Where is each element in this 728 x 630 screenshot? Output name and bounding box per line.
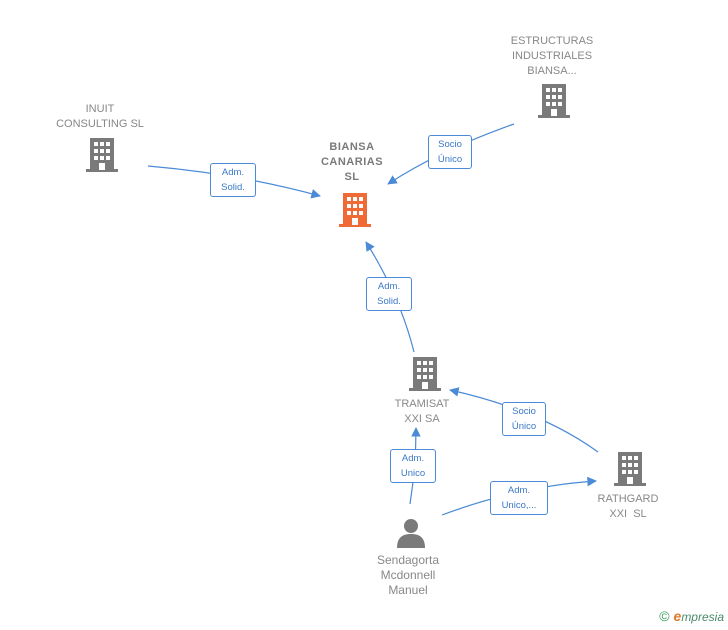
edge-label-line: Unico,... — [501, 500, 537, 511]
node-label-line: INUIT — [85, 103, 115, 115]
edge-label-line: Adm. — [377, 281, 401, 292]
brand-logo: empresia — [673, 608, 724, 624]
edge-label-line: Solid. — [221, 182, 245, 193]
edge-label-line: Adm. — [401, 453, 425, 464]
node-label-line: TRAMISAT — [394, 398, 450, 410]
node-label-line: SL — [344, 171, 360, 183]
node-label-line: RATHGARD — [597, 493, 659, 505]
node-label-line: CONSULTING SL — [56, 118, 144, 130]
edge-label-line: Socio — [438, 139, 462, 150]
node-label-line: Manuel — [388, 583, 428, 597]
node-label-line: Mcdonnell — [380, 568, 436, 582]
edge-label-line: Socio — [512, 406, 536, 417]
edge-label-estructuras-biansa[interactable]: Socio Único — [428, 135, 472, 169]
edge-label-sendagorta-rathgard[interactable]: Adm. Unico,... — [490, 481, 548, 515]
building-icon — [614, 452, 646, 486]
brand-footer[interactable]: © empresia — [659, 608, 724, 624]
edge-label-line: Unico — [400, 468, 426, 479]
edge-label-sendagorta-tramisat[interactable]: Adm. Unico — [390, 449, 436, 483]
person-icon — [397, 519, 425, 548]
building-icon — [409, 357, 441, 391]
building-icon-main — [339, 193, 371, 227]
building-icon — [86, 138, 118, 172]
node-label-line: XXI SA — [404, 413, 440, 425]
edge-label-line: Solid. — [377, 296, 401, 307]
edge-label-line: Adm. — [507, 485, 531, 496]
node-label-line: ESTRUCTURAS — [510, 35, 594, 47]
edge-label-rathgard-tramisat[interactable]: Socio Único — [502, 402, 546, 436]
node-label-line: CANARIAS — [320, 156, 384, 168]
building-icon — [538, 84, 570, 118]
node-label-line: Sendagorta — [376, 553, 440, 567]
node-label-line: XXI SL — [609, 508, 647, 520]
edge-label-line: Adm. — [221, 167, 245, 178]
edge-label-line: Único — [437, 154, 463, 165]
node-label-line: INDUSTRIALES — [511, 50, 593, 62]
edge-label-inuit-biansa[interactable]: Adm. Solid. — [210, 163, 256, 197]
node-label-line: BIANSA — [329, 141, 375, 153]
node-label-line: BIANSA... — [527, 65, 577, 77]
edge-label-line: Único — [511, 421, 537, 432]
copyright-icon: © — [659, 608, 670, 624]
edge-label-tramisat-biansa[interactable]: Adm. Solid. — [366, 277, 412, 311]
